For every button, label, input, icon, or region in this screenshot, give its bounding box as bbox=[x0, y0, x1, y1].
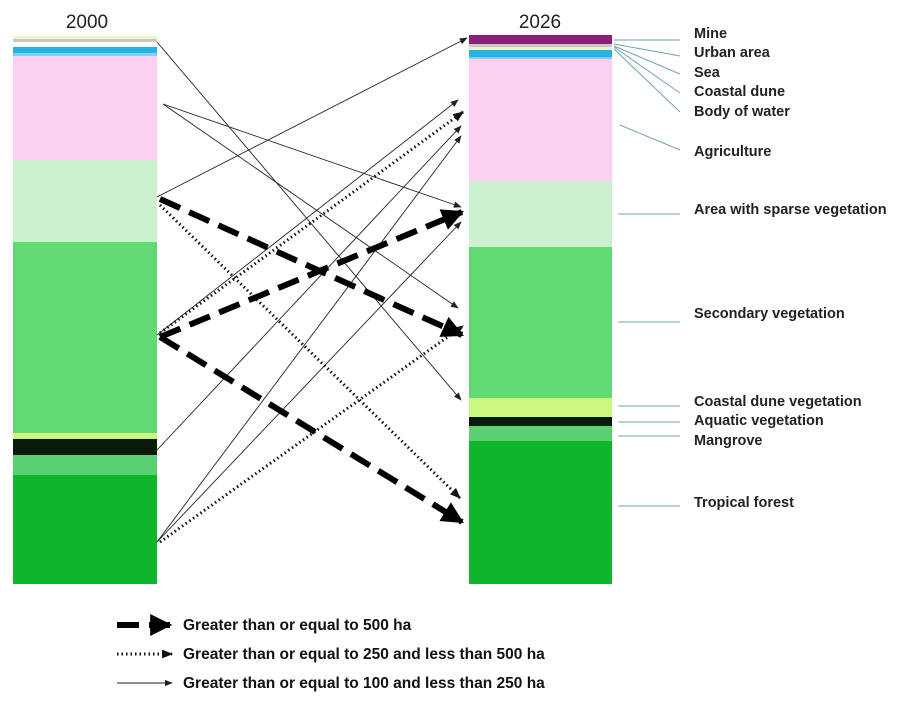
seg-2000-secondary bbox=[13, 242, 157, 433]
leader-urban bbox=[613, 43, 681, 57]
label-mangrove: Mangrove bbox=[694, 433, 763, 449]
flow-thick-arrow bbox=[158, 196, 465, 338]
seg-2000-sparse bbox=[13, 160, 157, 242]
legend-dotted-label: Greater than or equal to 250 and less th… bbox=[183, 646, 545, 663]
seg-2000-aquatic bbox=[13, 439, 157, 455]
label-coastal-dune-vegetation: Coastal dune vegetation bbox=[694, 394, 862, 410]
leader-sea bbox=[613, 45, 681, 75]
label-secondary-vegetation: Secondary vegetation bbox=[694, 306, 845, 322]
label-sparse-vegetation: Area with sparse vegetation bbox=[694, 202, 887, 218]
legend: Greater than or equal to 500 ha Greater … bbox=[117, 614, 545, 692]
label-body-of-water: Body of water bbox=[694, 104, 790, 120]
seg-2026-coastal-dune bbox=[469, 47, 612, 50]
seg-2000-mangrove bbox=[13, 455, 157, 475]
seg-2026-sea bbox=[469, 50, 612, 57]
flow-thick-arrow bbox=[158, 209, 465, 340]
seg-2000-water bbox=[13, 53, 157, 56]
seg-2026-urban bbox=[469, 44, 612, 47]
seg-2026-sparse bbox=[469, 181, 612, 247]
flow-thin-arrow bbox=[162, 103, 459, 309]
flow-thin-arrow bbox=[156, 41, 462, 401]
leader-agriculture bbox=[619, 124, 681, 151]
seg-2000-urban bbox=[13, 39, 157, 42]
flow-dotted-arrow bbox=[158, 203, 462, 500]
label-sea: Sea bbox=[694, 65, 721, 81]
label-urban-area: Urban area bbox=[694, 45, 771, 61]
flows-thin bbox=[156, 37, 468, 543]
year-2000-label: 2000 bbox=[66, 12, 108, 33]
seg-2026-aquatic bbox=[469, 417, 612, 426]
seg-2026-water bbox=[469, 57, 612, 59]
seg-2026-agriculture bbox=[469, 59, 612, 181]
seg-2026-mine bbox=[469, 35, 612, 44]
flows-thick bbox=[158, 196, 465, 525]
year-2026-label: 2026 bbox=[519, 12, 561, 33]
leader-water bbox=[613, 48, 681, 113]
flow-thin-arrow bbox=[156, 125, 462, 451]
seg-2000-sea bbox=[13, 47, 157, 53]
flow-thick-arrow bbox=[158, 334, 464, 525]
seg-2026-tropical bbox=[469, 441, 612, 584]
label-tropical-forest: Tropical forest bbox=[694, 495, 794, 511]
flow-thin-arrow bbox=[156, 221, 462, 543]
column-2026 bbox=[469, 35, 612, 584]
seg-2000-agriculture bbox=[13, 56, 157, 160]
category-labels: Mine Urban area Sea Coastal dune Body of… bbox=[694, 26, 887, 511]
flow-thin-arrow bbox=[156, 135, 462, 543]
legend-thin-label: Greater than or equal to 100 and less th… bbox=[183, 675, 545, 692]
label-aquatic-vegetation: Aquatic vegetation bbox=[694, 413, 824, 429]
seg-2000-gap bbox=[13, 42, 157, 47]
seg-2000-coastal-dune bbox=[13, 36, 157, 39]
label-coastal-dune: Coastal dune bbox=[694, 84, 785, 100]
seg-2026-secondary bbox=[469, 247, 612, 398]
label-agriculture: Agriculture bbox=[694, 144, 771, 160]
flow-thin-arrow bbox=[162, 103, 462, 208]
seg-2026-coastal-dune-veg bbox=[469, 398, 612, 417]
flow-dotted-arrow bbox=[159, 324, 464, 544]
flow-thin-arrow bbox=[156, 99, 459, 336]
seg-2000-tropical bbox=[13, 475, 157, 584]
leader-lines bbox=[613, 39, 681, 507]
flow-thin-arrow bbox=[156, 37, 468, 198]
seg-2000-coastal-dune-veg bbox=[13, 433, 157, 439]
column-2000 bbox=[13, 36, 157, 584]
label-mine: Mine bbox=[694, 26, 727, 42]
leader-coastal-dune bbox=[613, 46, 681, 94]
seg-2026-mangrove bbox=[469, 426, 612, 441]
legend-thick-label: Greater than or equal to 500 ha bbox=[183, 617, 412, 634]
